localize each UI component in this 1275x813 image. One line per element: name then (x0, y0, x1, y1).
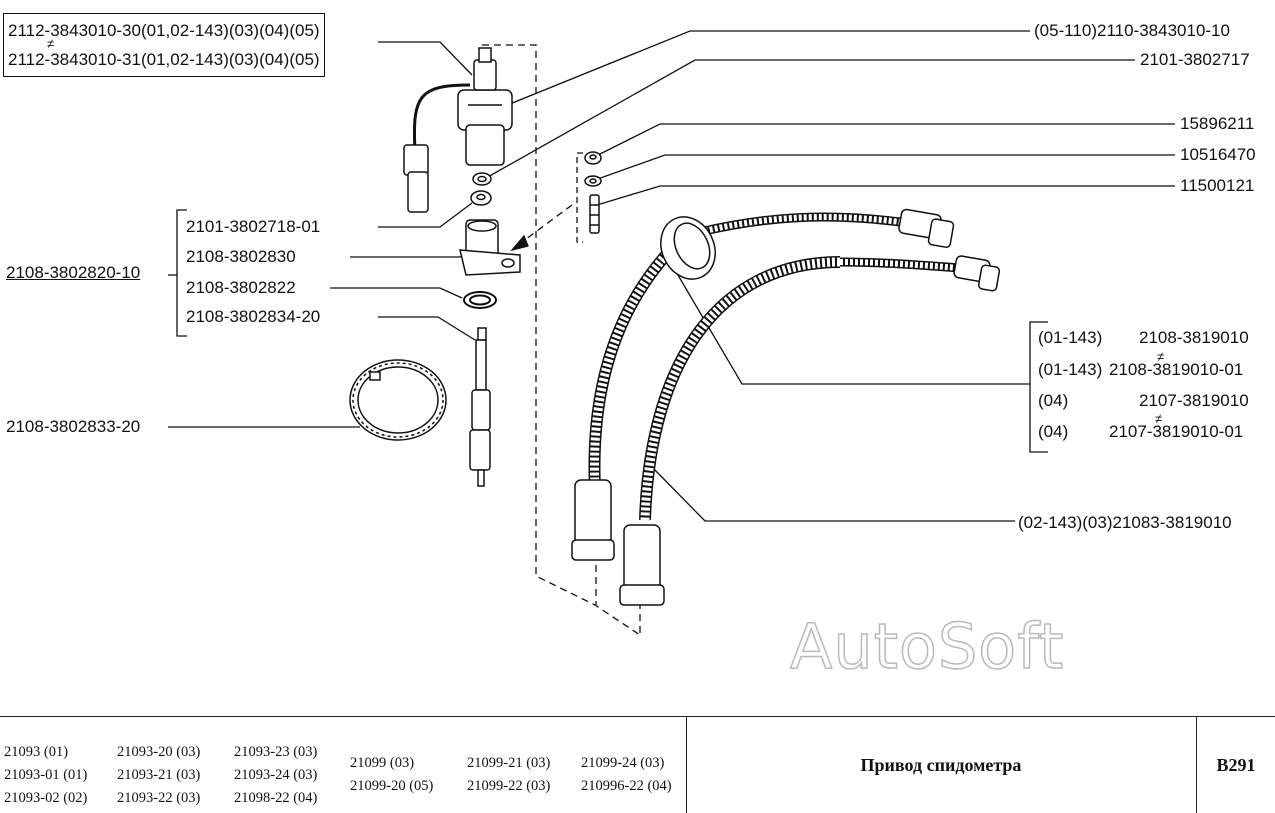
label-cable-1-number: 2108-3819010 (1139, 328, 1249, 347)
watermark: AutoSoft (789, 609, 1065, 684)
gear-ring-2108-3802833-20 (349, 359, 447, 441)
label-2101-3802717: 2101-3802717 (1140, 50, 1250, 69)
nut-2101-3802718-01 (470, 190, 492, 206)
bracket-hardware (576, 152, 583, 243)
leader-cable-21083 (649, 464, 1015, 522)
label-cable-3-number: 2107-3819010 (1139, 391, 1249, 410)
label-cable-4-number: 2107-3819010-01 (1109, 422, 1244, 441)
washer-10516470 (584, 175, 602, 187)
leader-sensor-c (499, 30, 1030, 109)
label-sensor-b: 2112-3843010-31(01,02-143)(03)(04)(05) (8, 50, 320, 69)
model-item: 21099-20 (05) (350, 778, 434, 794)
speed-sensor (403, 47, 513, 213)
label-cable-5: (02-143)(03)21083-3819010 (1018, 513, 1232, 532)
label-cable-4-variant: (04) (1038, 422, 1069, 441)
model-item: 210996-22 (04) (581, 778, 672, 794)
stud-11500121 (589, 194, 600, 234)
label-cable-2-variant: (01-143) (1038, 360, 1103, 379)
drive-housing-2108-3802830 (459, 219, 521, 276)
cable-end-connectors (571, 208, 1001, 606)
label-2101-3802718-01: 2101-3802718-01 (186, 217, 321, 236)
cable-21083-3819010 (639, 256, 961, 521)
leader-11500121 (596, 185, 1175, 206)
dashed-assembly-line (482, 44, 641, 636)
model-item: 21098-22 (04) (234, 790, 318, 806)
not-equal-mark-sensor: ≠ (47, 36, 55, 51)
leader-15896211 (591, 123, 1175, 159)
footer: 21093 (01) 21093-01 (01) 21093-02 (02) 2… (0, 716, 1275, 813)
drive-shaft-2108-3802834-20 (469, 327, 491, 487)
model-item: 21093-23 (03) (234, 744, 318, 760)
bracket-assembly (176, 209, 187, 337)
parts-diagram: 2112-3843010-30(01,02-143)(03)(04)(05) 2… (3, 13, 1256, 684)
seal-ring-2108-3802822 (463, 291, 497, 309)
leader-sensor-ab (378, 41, 473, 76)
model-item: 21093-20 (03) (117, 744, 201, 760)
label-cable-3-variant: (04) (1038, 391, 1069, 410)
footer-divider (1196, 717, 1197, 813)
not-equal-mark-cable-2: ≠ (1157, 349, 1165, 364)
bracket-cables (1029, 321, 1048, 453)
dashed-arrow-line (517, 204, 573, 246)
leader-2101-3802717 (485, 59, 1135, 179)
model-item: 21093-22 (03) (117, 790, 201, 806)
footer-divider (686, 717, 687, 813)
not-equal-mark-cable-4: ≠ (1155, 411, 1163, 426)
label-2108-3802833-20: 2108-3802833-20 (6, 417, 141, 436)
label-sensor-c: (05-110)2110-3843010-10 (1034, 21, 1230, 40)
model-item: 21099-21 (03) (467, 755, 551, 771)
label-cable-1-variant: (01-143) (1038, 328, 1103, 347)
leader-2108-3802822 (330, 287, 463, 299)
label-2108-3802822: 2108-3802822 (186, 278, 296, 297)
label-sensor-group: 2112-3843010-30(01,02-143)(03)(04)(05) 2… (3, 13, 325, 77)
model-item: 21093-02 (02) (4, 790, 88, 806)
arrow-head (510, 234, 529, 252)
model-item: 21093-21 (03) (117, 767, 201, 783)
nut-15896211 (584, 151, 602, 165)
label-sensor-a: 2112-3843010-30(01,02-143)(03)(04)(05) (8, 21, 320, 40)
leader-2101-3802718-01 (378, 202, 473, 228)
label-cable-2-number: 2108-3819010-01 (1109, 360, 1244, 379)
label-2108-3802830: 2108-3802830 (186, 247, 296, 266)
label-assembly: 2108-3802820-10 (6, 263, 141, 282)
washer-2101-3802717 (472, 172, 492, 186)
diagram-drawing (168, 30, 1175, 636)
model-item: 21093-01 (01) (4, 767, 88, 783)
model-item: 21099-24 (03) (581, 755, 665, 771)
page-code: B291 (1216, 754, 1256, 775)
model-item: 21093-24 (03) (234, 767, 318, 783)
cable-grommet (660, 216, 716, 280)
label-2108-3802834-20: 2108-3802834-20 (186, 307, 321, 326)
label-11500121: 11500121 (1180, 176, 1255, 195)
model-item: 21099-22 (03) (467, 778, 551, 794)
leader-cable-bracket (674, 269, 1030, 385)
leader-10516470 (591, 154, 1175, 182)
model-item: 21093 (01) (4, 744, 69, 760)
cable-2108-3819010 (588, 212, 901, 491)
model-item: 21099 (03) (350, 755, 415, 771)
page-title: Привод спидометра (860, 754, 1022, 775)
label-15896211: 15896211 (1180, 114, 1255, 133)
label-10516470: 10516470 (1180, 145, 1256, 164)
leader-2108-3802834-20 (378, 316, 476, 341)
leader-2108-3802830 (350, 249, 471, 258)
